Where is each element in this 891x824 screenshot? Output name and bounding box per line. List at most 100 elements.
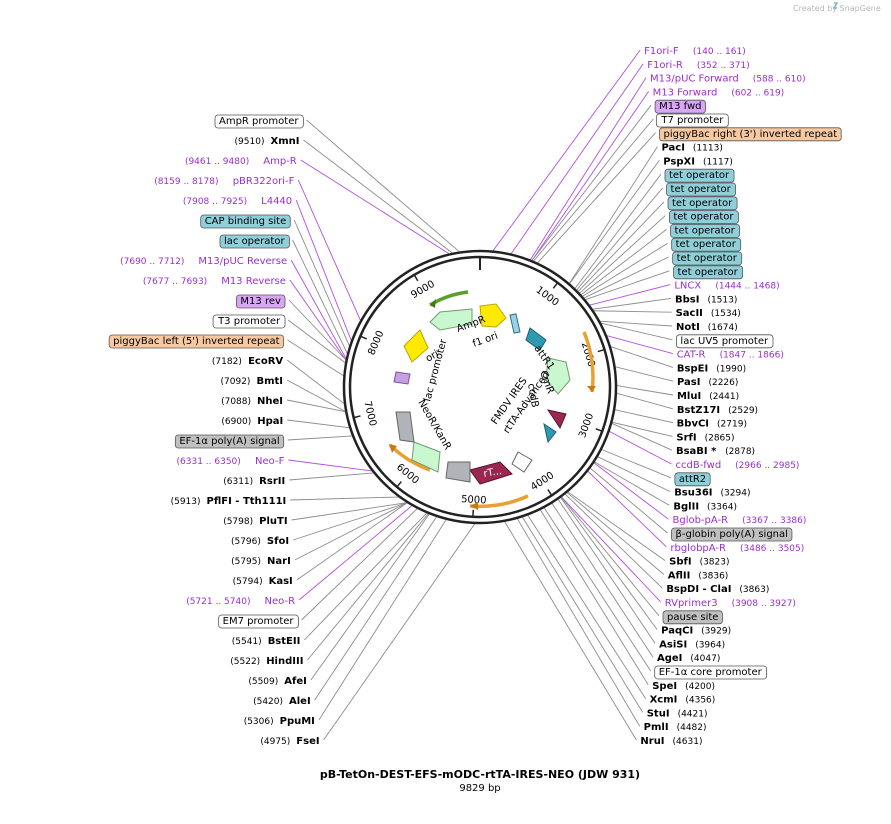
- enzyme-site-label[interactable]: BbvCI(2719): [677, 419, 747, 430]
- enzyme-site-label[interactable]: HindIII(5522): [230, 656, 303, 667]
- primer-label[interactable]: (7908 .. 7925)L4440: [183, 196, 292, 207]
- enzyme-site-label[interactable]: NruI(4631): [640, 736, 702, 747]
- enzyme-site-label[interactable]: StuI(4421): [647, 708, 708, 719]
- primer-label[interactable]: (5721 .. 5740)Neo-R: [186, 596, 295, 607]
- feature-box-label[interactable]: tet operator: [670, 223, 741, 238]
- leader-line: [587, 471, 667, 548]
- feature-box-label[interactable]: EF-1α core promoter: [654, 665, 768, 680]
- feature-box-label[interactable]: piggyBac left (5') inverted repeat: [108, 334, 285, 349]
- primer-label[interactable]: (1444 .. 1468)LNCX: [674, 281, 779, 292]
- feature-box-label[interactable]: EF-1α poly(A) signal: [174, 434, 285, 449]
- feature-box: [662, 610, 723, 625]
- enzyme-site-label[interactable]: RsrII(6311): [223, 476, 285, 487]
- feature-box-label[interactable]: M13 rev: [236, 294, 286, 309]
- enzyme-site-label[interactable]: BstEII(5541): [232, 636, 301, 647]
- leader-line: [292, 239, 348, 354]
- leader-line: [291, 502, 407, 521]
- enzyme-site-label[interactable]: XmnI(9510): [235, 136, 300, 147]
- primer-label[interactable]: (8159 .. 8178)pBR322ori-F: [154, 176, 294, 187]
- enzyme-coord: (6900): [221, 417, 251, 427]
- enzyme-site-label[interactable]: Bsu36I(3294): [674, 488, 750, 499]
- enzyme-site-label[interactable]: SpeI(4200): [652, 681, 715, 692]
- feature-box-label[interactable]: β-globin poly(A) signal: [671, 527, 793, 542]
- enzyme-site-label[interactable]: AsiSI(3964): [659, 639, 725, 650]
- feature-box-text: tet operator: [678, 267, 739, 278]
- primer-label[interactable]: (9461 .. 9480)Amp-R: [185, 156, 297, 167]
- enzyme-site-label[interactable]: AfeI(5509): [248, 676, 307, 687]
- enzyme-site-label[interactable]: BsaBI *(2878): [676, 446, 755, 457]
- enzyme-site-label[interactable]: EcoRV(7182): [212, 356, 284, 367]
- feature-box-label[interactable]: pause site: [662, 610, 723, 625]
- feature-box-label[interactable]: tet operator: [673, 265, 744, 280]
- feature-box-label[interactable]: attR2: [674, 472, 711, 487]
- enzyme-site-label[interactable]: BstZ17I(2529): [677, 405, 758, 416]
- enzyme-name: BspEI: [677, 363, 708, 374]
- enzyme-site-label[interactable]: PluTI(5798): [223, 516, 287, 527]
- primer-label[interactable]: (1847 .. 1866)CAT-R: [677, 350, 784, 361]
- enzyme-name: NotI: [676, 322, 700, 333]
- leader-line: [610, 346, 674, 368]
- enzyme-site-label[interactable]: SbfI(3823): [669, 557, 729, 568]
- primer-label[interactable]: (140 .. 161)F1ori-F: [644, 46, 746, 57]
- enzyme-site-label[interactable]: MluI(2441): [677, 391, 739, 402]
- feature-box-label[interactable]: CAP binding site: [200, 214, 291, 229]
- enzyme-site-label[interactable]: BmtI(7092): [221, 376, 283, 387]
- enzyme-site-label[interactable]: NarI(5795): [231, 556, 291, 567]
- leader-line: [295, 199, 352, 341]
- feature-box-label[interactable]: piggyBac right (3') inverted repeat: [659, 127, 842, 142]
- enzyme-site-label[interactable]: PflFI - Tth111I(5913): [171, 496, 287, 507]
- feature-box-label[interactable]: M13 fwd: [654, 99, 706, 114]
- primer-label[interactable]: (3486 .. 3505)rbglobpA-R: [670, 543, 804, 554]
- enzyme-coord: (2441): [709, 392, 739, 402]
- leader-line: [609, 431, 672, 465]
- feature-box-label[interactable]: T7 promoter: [655, 113, 729, 128]
- enzyme-site-label[interactable]: PacI(1113): [661, 143, 722, 154]
- enzyme-site-label[interactable]: HpaI(6900): [221, 416, 283, 427]
- feature-box-label[interactable]: lac UV5 promoter: [676, 334, 774, 349]
- enzyme-site-label[interactable]: AgeI(4047): [657, 653, 720, 664]
- primer-label[interactable]: (588 .. 610)M13/pUC Forward: [650, 74, 806, 85]
- primer-name: M13 Reverse: [221, 276, 286, 287]
- feature-box-label[interactable]: tet operator: [668, 210, 739, 225]
- feature-box-label[interactable]: tet operator: [671, 237, 742, 252]
- enzyme-site-label[interactable]: PmlI(4482): [644, 722, 707, 733]
- primer-label[interactable]: (7677 .. 7693)M13 Reverse: [143, 276, 286, 287]
- enzyme-site-label[interactable]: AflII(3836): [668, 570, 729, 581]
- enzyme-site-label[interactable]: SrfI(2865): [676, 432, 734, 443]
- enzyme-site-label[interactable]: PaqCI(3929): [661, 626, 731, 637]
- enzyme-site-label[interactable]: PpuMI(5306): [244, 716, 315, 727]
- enzyme-site-label[interactable]: BglII(3364): [673, 501, 737, 512]
- enzyme-site-label[interactable]: SfoI(5796): [231, 536, 289, 547]
- feature-box-label[interactable]: AmpR promoter: [214, 114, 304, 129]
- enzyme-name: BmtI: [256, 376, 283, 387]
- enzyme-site-label[interactable]: XcmI(4356): [650, 695, 716, 706]
- enzyme-name: BglII: [673, 501, 699, 512]
- primer-label[interactable]: (352 .. 371)F1ori-R: [647, 60, 750, 71]
- feature-box-label[interactable]: tet operator: [664, 168, 735, 183]
- enzyme-site-label[interactable]: BspDI - ClaI(3863): [666, 584, 769, 595]
- enzyme-site-label[interactable]: NheI(7088): [221, 396, 283, 407]
- primer-label[interactable]: (3367 .. 3386)Bglob-pA-R: [672, 515, 806, 526]
- enzyme-site-label[interactable]: PspXI(1117): [663, 156, 733, 167]
- feature-box-label[interactable]: T3 promoter: [212, 314, 286, 329]
- primer-label[interactable]: (3908 .. 3927)RVprimer3: [665, 598, 796, 609]
- feature-box-label[interactable]: tet operator: [666, 182, 737, 197]
- enzyme-site-label[interactable]: FseI(4975): [260, 736, 319, 747]
- feature-box-label[interactable]: tet operator: [667, 196, 738, 211]
- feature-box-label[interactable]: EM7 promoter: [218, 614, 299, 629]
- enzyme-site-label[interactable]: AleI(5420): [253, 696, 311, 707]
- feature-box-label[interactable]: lac operator: [219, 234, 290, 249]
- primer-label[interactable]: (7690 .. 7712)M13/pUC Reverse: [120, 256, 287, 267]
- enzyme-site-label[interactable]: NotI(1674): [676, 322, 738, 333]
- primer-label[interactable]: (602 .. 619)M13 Forward: [653, 87, 785, 98]
- enzyme-coord: (5795): [231, 557, 261, 567]
- primer-label[interactable]: (2966 .. 2985)ccdB-fwd: [675, 460, 799, 471]
- feature-box-label[interactable]: tet operator: [672, 251, 743, 266]
- enzyme-site-label[interactable]: KasI(5794): [233, 576, 293, 587]
- primer-label[interactable]: (6331 .. 6350)Neo-F: [177, 456, 285, 467]
- enzyme-site-label[interactable]: BbsI(1513): [675, 294, 737, 305]
- enzyme-site-label[interactable]: SacII(1534): [676, 308, 741, 319]
- enzyme-site-label[interactable]: PasI(2226): [677, 377, 738, 388]
- enzyme-site-label[interactable]: BspEI(1990): [677, 363, 746, 374]
- enzyme-coord: (4482): [677, 723, 707, 733]
